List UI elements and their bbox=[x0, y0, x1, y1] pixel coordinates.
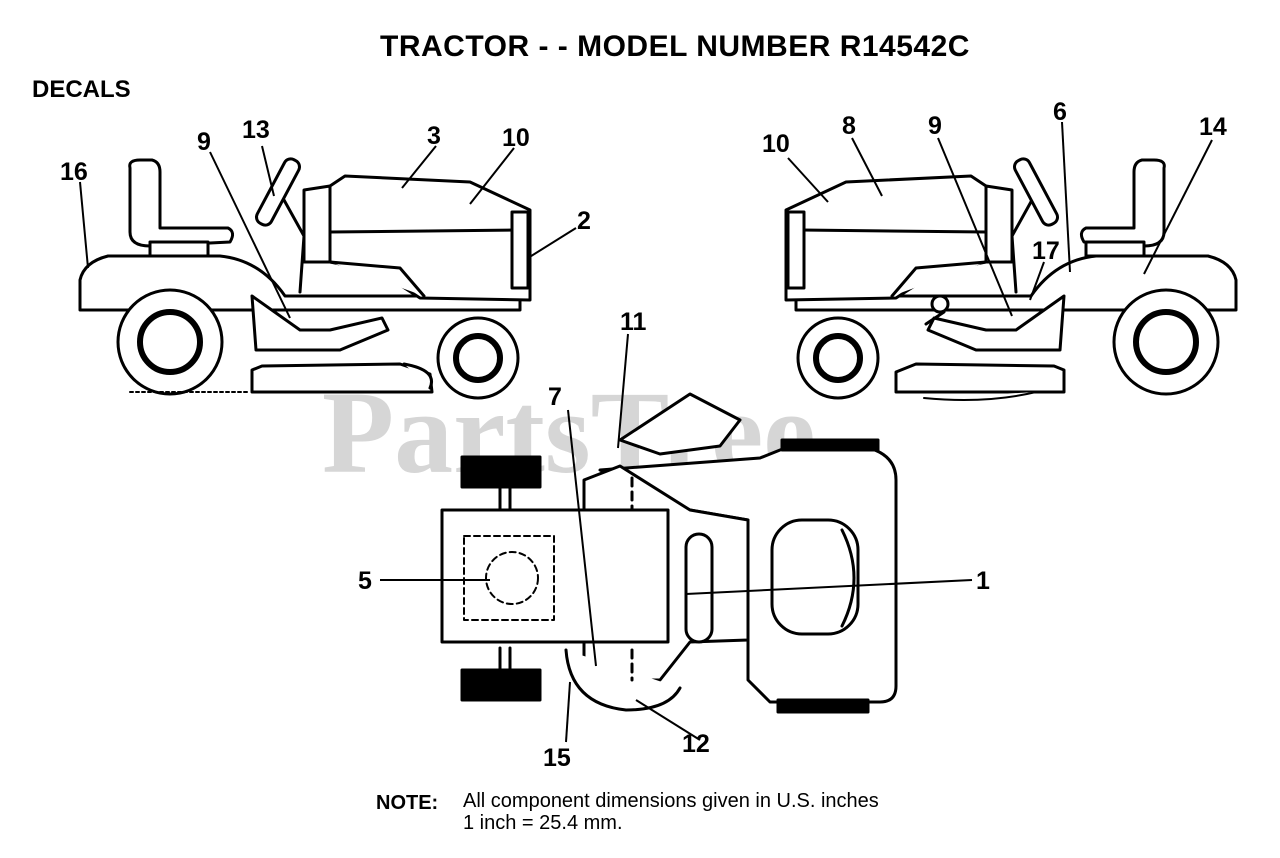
callout-17: 17 bbox=[1032, 237, 1060, 265]
callout-5: 5 bbox=[358, 567, 372, 595]
callout-12: 12 bbox=[682, 730, 710, 758]
callout-16: 16 bbox=[60, 158, 88, 186]
callout-10: 10 bbox=[762, 130, 790, 158]
page-title: TRACTOR - - MODEL NUMBER R14542C bbox=[380, 30, 970, 63]
section-label: DECALS bbox=[32, 76, 131, 103]
tractor-left-side-view bbox=[78, 157, 532, 400]
callout-7: 7 bbox=[548, 383, 562, 411]
callout-8: 8 bbox=[842, 112, 856, 140]
callout-9: 9 bbox=[928, 112, 942, 140]
callout-6: 6 bbox=[1053, 98, 1067, 126]
callouts-right-view: 10 8 9 6 14 17 bbox=[762, 98, 1227, 265]
note-text: All component dimensions given in U.S. i… bbox=[463, 790, 983, 834]
callouts-left-view: 16 9 13 3 10 2 bbox=[60, 116, 591, 235]
callout-3: 3 bbox=[427, 122, 441, 150]
callout-11: 11 bbox=[620, 308, 647, 336]
callout-14: 14 bbox=[1199, 113, 1227, 141]
leader-lines bbox=[79, 121, 1213, 743]
callout-2: 2 bbox=[577, 207, 591, 235]
callout-9: 9 bbox=[197, 128, 211, 156]
tractor-right-side-view bbox=[784, 157, 1238, 401]
callout-13: 13 bbox=[242, 116, 270, 144]
callout-10: 10 bbox=[502, 124, 530, 152]
callout-1: 1 bbox=[976, 567, 990, 595]
callout-15: 15 bbox=[543, 744, 571, 772]
note-line-2: 1 inch = 25.4 mm. bbox=[463, 812, 623, 834]
note-line-1: All component dimensions given in U.S. i… bbox=[463, 790, 879, 812]
note-label: NOTE: bbox=[376, 792, 439, 814]
callouts-top-view: 11 7 5 1 15 12 bbox=[358, 308, 990, 772]
tractor-top-view bbox=[440, 392, 898, 714]
